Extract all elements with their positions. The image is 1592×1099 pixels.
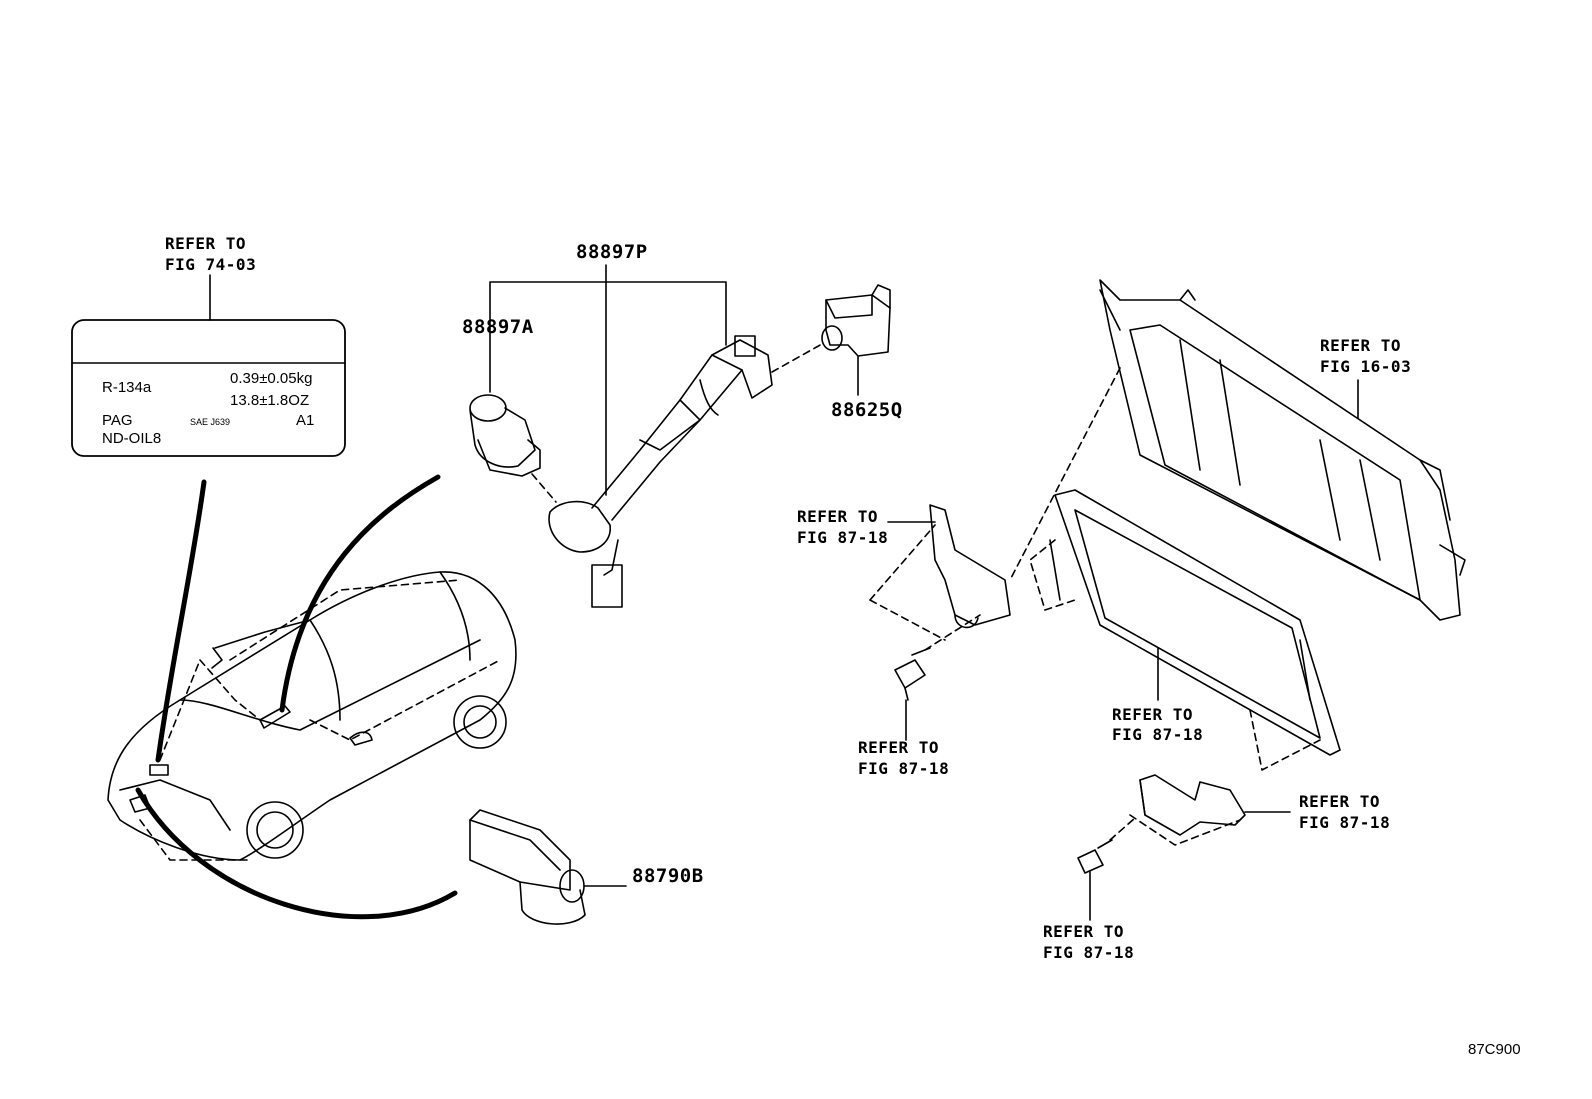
wire-harness: [548, 335, 773, 608]
bracket-upper-ref-line1: REFER TO: [797, 507, 879, 526]
label-oil-type: PAG: [102, 412, 133, 429]
diagram-id: 87C900: [1468, 1041, 1521, 1058]
bolt-upper-ref-line1: REFER TO: [858, 738, 940, 757]
radiator-ref-line2: FIG 16-03: [1320, 357, 1412, 376]
vehicle-outline: [107, 571, 517, 861]
part-number-88897A[interactable]: 88897A: [462, 316, 534, 338]
switch-part: [821, 284, 891, 396]
condenser-ref-line1: REFER TO: [1112, 705, 1194, 724]
bracket-upper-ref-line2: FIG 87-18: [797, 528, 889, 547]
bolt-lower-ref-line2: FIG 87-18: [1043, 943, 1135, 962]
upper-bracket: [869, 504, 1011, 641]
bolt-lower-ref-line1: REFER TO: [1043, 922, 1125, 941]
bracket-lower-ref-line1: REFER TO: [1299, 792, 1381, 811]
lower-bolt: [1077, 817, 1136, 921]
condenser-ref-line2: FIG 87-18: [1112, 725, 1204, 744]
part-number-88790B[interactable]: 88790B: [632, 865, 704, 887]
label-amount-oz: 13.8±1.8OZ: [230, 392, 310, 409]
label-standard: SAE J639: [190, 417, 231, 427]
sensor-part: [469, 394, 541, 477]
radiator-ref-line1: REFER TO: [1320, 336, 1402, 355]
lower-bracket: [1129, 774, 1291, 846]
harness-leader-bracket: [489, 264, 727, 496]
part-number-88897P[interactable]: 88897P: [576, 241, 648, 263]
label-code: A1: [296, 412, 315, 429]
callout-arcs: [135, 474, 458, 920]
label-ref-line1: REFER TO: [165, 234, 247, 253]
caution-label-plate: [71, 274, 346, 457]
bolt-upper-ref-line2: FIG 87-18: [858, 759, 950, 778]
part-number-88625Q[interactable]: 88625Q: [831, 399, 903, 421]
label-oil-name: ND-OIL8: [102, 430, 162, 447]
horn-part: [469, 809, 627, 925]
label-refrigerant: R-134a: [102, 379, 152, 396]
condenser-part: [1029, 489, 1341, 771]
radiator-part: [1099, 279, 1466, 621]
label-amount-kg: 0.39±0.05kg: [230, 370, 313, 387]
bracket-lower-ref-line2: FIG 87-18: [1299, 813, 1391, 832]
label-ref-line2: FIG 74-03: [165, 255, 257, 274]
upper-bolt: [894, 614, 981, 741]
